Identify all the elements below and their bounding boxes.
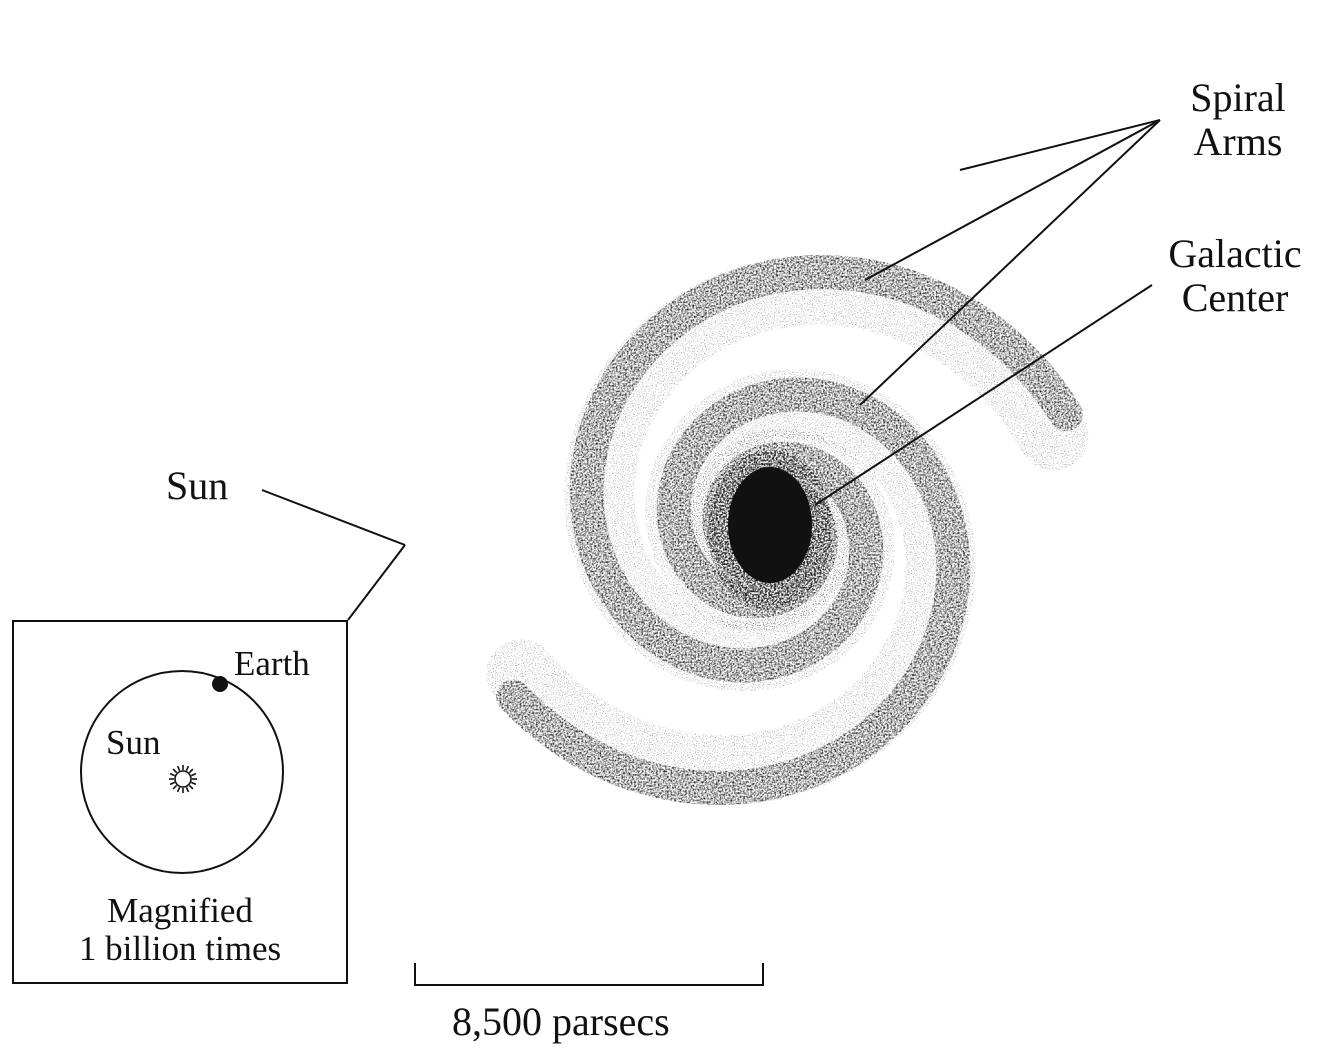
spiral-arms-label-line2: Arms: [1193, 119, 1283, 164]
inset-caption-line1: Magnified: [107, 891, 253, 930]
spiral-arms-label-line1: Spiral: [1190, 75, 1286, 120]
leader-lines: [261, 119, 1161, 621]
sun-ray: [190, 781, 197, 786]
galactic-center-leader: [814, 284, 1153, 506]
sun-ray: [188, 768, 194, 774]
sun-ray: [172, 784, 178, 790]
inset-sun-label: Sun: [106, 723, 161, 762]
scale-bar: [414, 963, 764, 986]
sun-label: Sun: [166, 463, 229, 508]
sun-ray: [176, 765, 181, 772]
sun-ray: [185, 786, 190, 793]
inset-caption: Magnified 1 billion times: [14, 892, 346, 968]
sun-ray: [169, 781, 176, 786]
scale-bar-label: 8,500 parsecs: [452, 999, 670, 1044]
spiral-arms-leader-2: [864, 119, 1161, 281]
inset-panel: [12, 620, 348, 984]
galactic-center-label: Galactic Center: [1150, 232, 1320, 320]
inset-solar-system: [80, 670, 284, 874]
galactic-core: [728, 467, 812, 583]
galactic-center-label-line2: Center: [1181, 275, 1289, 320]
sun-ray: [188, 784, 194, 790]
inset-connector: [347, 544, 406, 621]
inset-earth-label: Earth: [234, 644, 310, 683]
earth-orbit: [80, 670, 284, 874]
earth-dot: [212, 676, 228, 692]
sun-ray: [172, 768, 178, 774]
sun-leader: [261, 489, 406, 546]
sun-ray: [185, 765, 190, 772]
galactic-center-label-line1: Galactic: [1168, 231, 1302, 276]
sun-ray: [190, 772, 197, 777]
sun-icon: [169, 765, 197, 793]
inset-caption-line2: 1 billion times: [78, 929, 282, 968]
spiral-arms-leader-3: [859, 119, 1161, 406]
spiral-arms-leader-1: [959, 119, 1161, 171]
spiral-arms-label: Spiral Arms: [1168, 76, 1308, 164]
sun-ray: [176, 786, 181, 793]
sun-ray: [169, 772, 176, 777]
